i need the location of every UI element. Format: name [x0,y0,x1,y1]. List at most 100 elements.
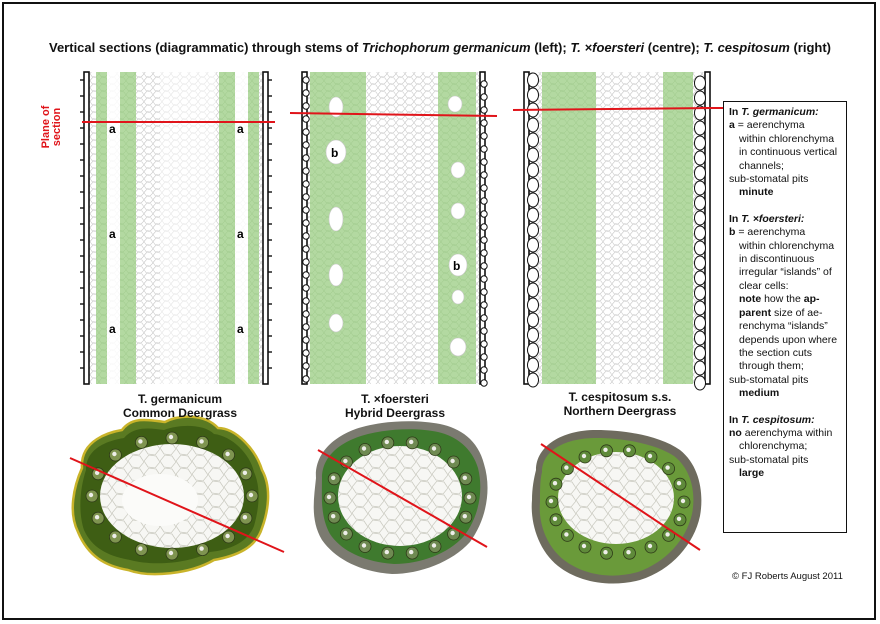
vascular-bundle-core [564,465,569,470]
sub-stomatal-pit [694,105,706,121]
vascular-bundle-core [676,481,682,486]
vascular-bundle-core [384,439,389,445]
sub-stomatal-pit [302,141,310,149]
chlorenchyma-band [663,72,693,384]
vascular-bundle-core [676,516,682,521]
sub-stomatal-pit [302,258,310,266]
sub-stomatal-pit [480,275,488,283]
aerenchyma-channel [235,72,248,384]
sub-stomatal-pit [480,119,488,127]
sub-stomatal-pit [302,154,310,162]
vascular-bundle-core [552,516,558,521]
sub-stomatal-pit [694,165,706,181]
sub-stomatal-pit [694,345,706,361]
section-line [69,457,285,553]
foersteri-vertical-section: b b [289,71,498,387]
vascular-bundle-core [88,492,94,498]
vascular-bundle-core [384,549,389,555]
vascular-bundle-core [168,550,174,556]
vascular-bundle-core [112,451,117,457]
sub-stomatal-pit [480,106,488,114]
sub-stomatal-pit [480,366,488,374]
section-line [540,443,701,551]
sub-stomatal-pit [480,210,488,218]
vascular-bundle-core [450,458,455,464]
sub-stomatal-pit [302,284,310,292]
sub-stomatal-pit [302,232,310,240]
label-a: a [109,322,116,336]
epidermis [301,71,308,385]
legend-box: In T. germanicum: a = aerenchyma within … [723,101,847,533]
sub-stomatal-pit [480,145,488,153]
sub-stomatal-pit [480,171,488,179]
vascular-bundle-core [665,465,670,470]
vascular-bundle-core [603,447,608,452]
sub-stomatal-pit [694,135,706,151]
sub-stomatal-pit [694,210,706,226]
sub-stomatal-pit [480,132,488,140]
sub-stomatal-pit [694,75,706,91]
legend-cespitosum-heading: In T. cespitosum: [729,413,815,426]
sub-stomatal-pit [527,267,539,283]
chlorenchyma-band [542,72,596,384]
sub-stomatal-pit [302,349,310,357]
sub-stomatal-pit [527,192,539,208]
vascular-bundle-core [564,532,569,537]
vascular-bundle-core [552,481,558,486]
label-a: a [237,122,244,136]
sub-stomatal-pit [527,132,539,148]
sub-stomatal-pit [694,255,706,271]
vascular-bundle-core [361,446,367,451]
sub-stomatal-pit [694,180,706,196]
sub-stomatal-pit [527,342,539,358]
chlorenchyma-band [120,72,136,384]
caption-cespitosum: T. cespitosum s.s.Northern Deergrass [563,390,677,418]
sub-stomatal-pit [694,90,706,106]
vascular-bundle-core [548,498,554,504]
sub-stomatal-pit [527,162,539,178]
sub-stomatal-pit [527,372,539,388]
vascular-bundle-core [331,514,336,519]
sub-stomatal-pit [302,115,310,123]
sub-stomatal-pit [527,72,539,88]
epidermis [704,71,711,385]
chlorenchyma-band [219,72,235,384]
sub-stomatal-pit [527,147,539,163]
vascular-bundle-core [581,453,587,459]
sub-stomatal-pit [480,80,488,88]
sub-stomatal-pit [302,219,310,227]
vascular-bundle-core [680,498,686,504]
vascular-bundle-core [138,546,143,551]
vascular-bundle-core [168,434,174,440]
sub-stomatal-pit [694,270,706,286]
sub-stomatal-pit [480,379,488,387]
vascular-bundle-core [331,475,336,480]
vascular-bundle-core [409,549,414,555]
sub-stomatal-pit [480,197,488,205]
vascular-bundle-core [409,439,414,445]
vascular-bundle-core [626,550,631,555]
vascular-bundle-core [626,447,631,452]
sub-stomatal-pit [694,300,706,316]
sub-stomatal-pit [480,262,488,270]
foersteri-cross-section [313,421,488,574]
sub-stomatal-pit [302,167,310,175]
sub-stomatal-pit [527,297,539,313]
vascular-bundle-core [225,533,230,539]
sub-stomatal-pit [527,312,539,328]
sub-stomatal-pit [527,357,539,373]
sub-stomatal-pit [480,158,488,166]
vascular-bundle-core [665,532,670,537]
epidermis [262,71,269,385]
vascular-bundle-core [431,446,437,451]
sub-stomatal-pit [302,310,310,318]
sub-stomatal-pit [302,128,310,136]
aerenchyma-channel [107,72,120,384]
sub-stomatal-pit [302,323,310,331]
sub-stomatal-pit [480,223,488,231]
vascular-bundle-core [462,514,467,519]
sub-stomatal-pit [694,360,706,376]
section-line [512,107,717,111]
vascular-bundle-core [199,546,204,551]
sub-stomatal-pit [527,252,539,268]
